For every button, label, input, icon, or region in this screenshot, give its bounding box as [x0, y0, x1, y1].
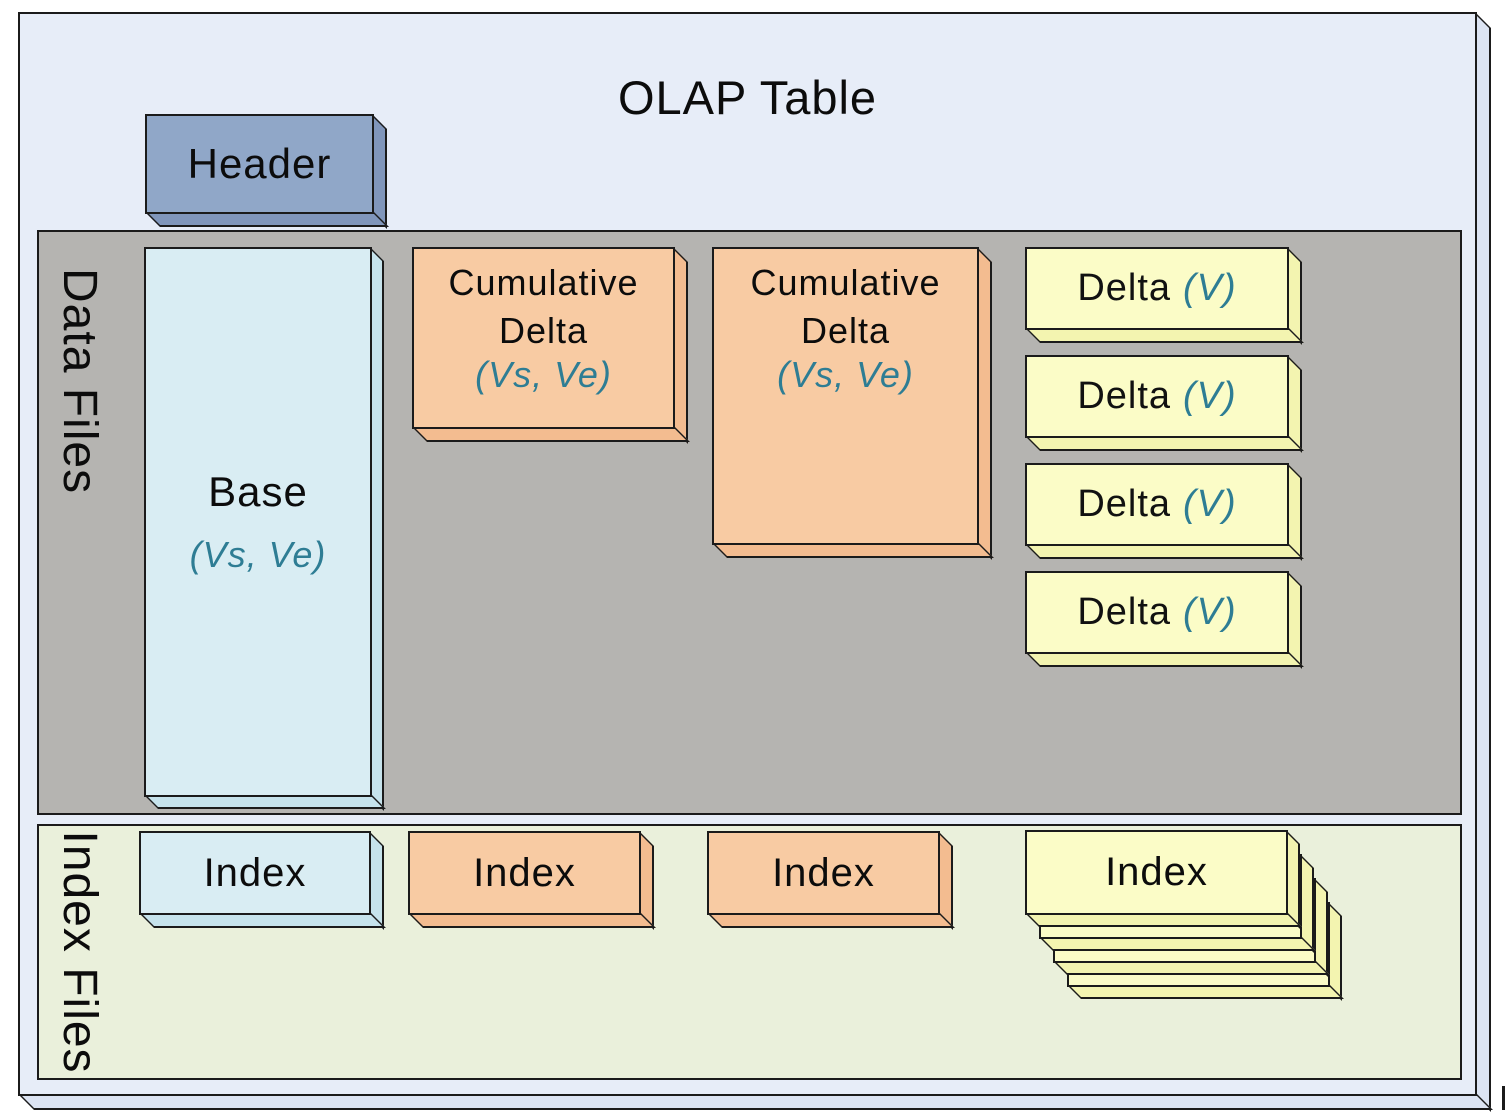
index-box-cumulative-1-bottom-face [408, 913, 656, 928]
delta-box-4-version: (V) [1183, 591, 1237, 633]
header-label: Header [187, 140, 332, 187]
index-stack-delta: Index [1025, 830, 1355, 1010]
cumulative-delta-1-label-line2: Delta [498, 309, 589, 351]
header-box-front-face: Header [145, 114, 374, 214]
header-box: Header [145, 114, 389, 229]
index-files-panel: Index Files Index Index [37, 824, 1462, 1080]
cumulative-delta-1-bottom-face [412, 427, 690, 442]
index-stack-label: Index [1105, 850, 1208, 894]
olap-container-front-face: OLAP Table Header Data Files Base [18, 12, 1477, 1096]
index-box-cumulative-2-front-face: Index [707, 831, 940, 915]
delta-box-2: Delta (V) [1025, 355, 1304, 453]
cumulative-delta-box-1: Cumulative Delta (Vs, Ve) [412, 247, 690, 444]
base-label: Base [208, 468, 308, 515]
delta-box-3-label: Delta [1077, 483, 1172, 525]
cumulative-delta-2-side-face [977, 247, 992, 560]
cumulative-delta-2-bottom-face [712, 543, 994, 558]
data-files-label: Data Files [53, 268, 106, 495]
cumulative-delta-1-label-line1: Cumulative [448, 262, 639, 303]
text-cursor-artifact [1502, 1086, 1505, 1110]
delta-box-2-front-face: Delta (V) [1025, 355, 1289, 438]
cumulative-delta-box-2: Cumulative Delta (Vs, Ve) [712, 247, 994, 560]
diagram-title: OLAP Table [617, 71, 878, 124]
index-stack-layer-1: Index [1025, 830, 1302, 929]
cumulative-delta-2-version-range: (Vs, Ve) [777, 354, 914, 396]
index-box-base: Index [139, 831, 386, 930]
delta-box-1: Delta (V) [1025, 247, 1304, 345]
delta-box-4: Delta (V) [1025, 571, 1304, 669]
cumulative-delta-2-front-face: Cumulative Delta (Vs, Ve) [712, 247, 979, 545]
cumulative-delta-2-label-line2: Delta [800, 309, 891, 351]
delta-box-1-label: Delta [1077, 267, 1172, 309]
index-box-cumulative-1: Index [408, 831, 656, 930]
index-stack-layer-1-bottom-face [1025, 913, 1302, 927]
index-stack-layer-1-front-face: Index [1025, 830, 1288, 915]
index-stack-layer-2-bottom-face [1039, 937, 1316, 951]
cumulative-delta-1-version-range: (Vs, Ve) [475, 354, 612, 396]
index-files-label: Index Files [53, 830, 106, 1074]
delta-box-3-bottom-face [1025, 544, 1304, 559]
index-stack-layer-4-bottom-face [1067, 985, 1344, 999]
cumulative-delta-2-label-line1: Cumulative [750, 262, 941, 303]
delta-box-1-bottom-face [1025, 328, 1304, 343]
delta-box-2-bottom-face [1025, 436, 1304, 451]
base-box-front-face: Base (Vs, Ve) [144, 247, 372, 797]
base-box-side-face [370, 247, 384, 811]
base-version-range: (Vs, Ve) [189, 534, 327, 575]
olap-table-container: OLAP Table Header Data Files Base [18, 12, 1493, 1112]
olap-container-bottom-face [18, 1094, 1493, 1110]
index-box-cumulative-2: Index [707, 831, 955, 930]
cumulative-delta-1-side-face [673, 247, 688, 444]
delta-box-4-label: Delta [1077, 591, 1172, 633]
index-stack-layer-3-bottom-face [1053, 961, 1330, 975]
index-box-cumulative-2-label: Index [772, 850, 875, 895]
index-box-base-front-face: Index [139, 831, 371, 915]
data-files-panel: Data Files Base (Vs, Ve) Cumulative [37, 230, 1462, 815]
index-box-cumulative-1-front-face: Index [408, 831, 641, 915]
delta-box-2-version: (V) [1183, 375, 1237, 417]
header-box-bottom-face [145, 212, 389, 227]
index-box-cumulative-1-label: Index [473, 850, 576, 895]
delta-box-1-front-face: Delta (V) [1025, 247, 1289, 330]
index-box-base-bottom-face [139, 913, 386, 928]
delta-box-4-bottom-face [1025, 652, 1304, 667]
base-box: Base (Vs, Ve) [144, 247, 386, 811]
delta-box-3: Delta (V) [1025, 463, 1304, 561]
index-box-cumulative-2-bottom-face [707, 913, 955, 928]
delta-box-2-label: Delta [1077, 375, 1172, 417]
olap-container-side-face [1475, 12, 1491, 1112]
base-box-bottom-face [144, 795, 386, 809]
delta-box-3-front-face: Delta (V) [1025, 463, 1289, 546]
delta-box-3-version: (V) [1183, 483, 1237, 525]
delta-box-4-front-face: Delta (V) [1025, 571, 1289, 654]
delta-box-1-version: (V) [1183, 267, 1237, 309]
index-box-base-label: Index [203, 850, 307, 895]
cumulative-delta-1-front-face: Cumulative Delta (Vs, Ve) [412, 247, 675, 429]
